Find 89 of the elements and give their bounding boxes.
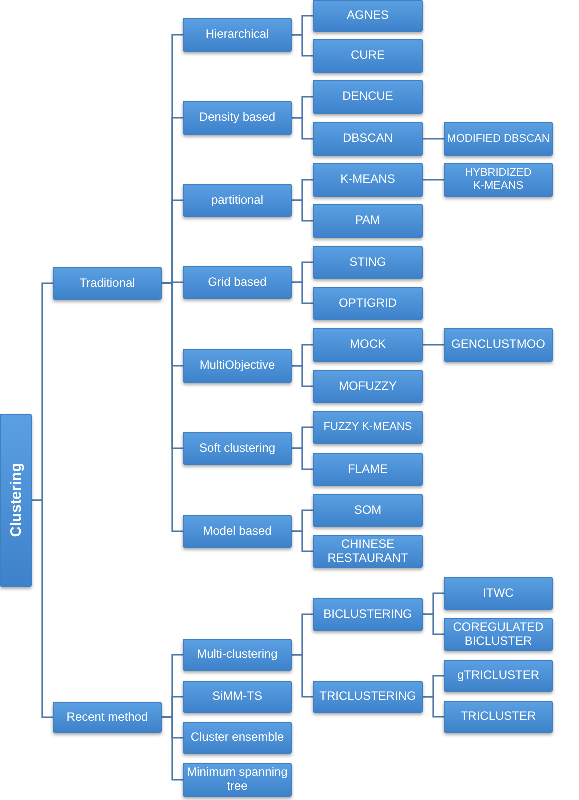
node-label: MultiObjective: [200, 359, 276, 373]
method-box: [313, 39, 423, 73]
node-label: DBSCAN: [342, 132, 393, 146]
connector-line: [423, 344, 444, 346]
connector-line: [423, 614, 444, 636]
connector-line: [292, 117, 313, 140]
method-box: [313, 0, 423, 32]
category-box: [183, 349, 292, 383]
node-label: TRICLUSTERING: [320, 690, 416, 704]
method-box: [313, 370, 423, 403]
node-label: Grid based: [208, 276, 267, 290]
category-box: [183, 639, 292, 671]
method-box: [444, 122, 553, 156]
node-label: SOM: [354, 504, 382, 518]
method-box: [313, 287, 423, 320]
category-box: [183, 515, 292, 548]
method-box: [444, 577, 553, 610]
branch-box: [53, 267, 162, 300]
node-label: Cluster ensemble: [190, 731, 284, 745]
method-box: [444, 618, 553, 651]
node-label: MOCK: [350, 338, 386, 352]
node-label: MOFUZZY: [339, 380, 397, 394]
node-label: HYBRIDIZED K-MEANS: [464, 167, 533, 193]
node-label: gTRICLUSTER: [457, 669, 540, 683]
category-box: [183, 681, 292, 713]
node-label: Model based: [203, 524, 272, 538]
connector-line: [423, 179, 444, 181]
connector-line: [423, 696, 444, 718]
node-label: Soft clustering: [199, 442, 276, 456]
method-box: [444, 328, 553, 362]
node-label: AGNES: [346, 9, 389, 23]
connector-line: [162, 716, 183, 781]
method-box: [313, 328, 423, 362]
node-label: GENCLUSTMOO: [451, 338, 546, 352]
node-label: COREGULATED BICLUSTER: [452, 620, 545, 648]
node-label: Traditional: [80, 276, 136, 290]
node-label: CURE: [350, 49, 385, 63]
root-box: [0, 414, 32, 587]
category-box: [183, 101, 292, 135]
node-label: STING: [350, 256, 386, 270]
node-label: Clustering: [8, 463, 24, 538]
connector-line: [292, 654, 313, 698]
method-box: [313, 204, 423, 238]
node-label: Hierarchical: [206, 28, 270, 42]
node-label: PAM: [355, 214, 381, 228]
method-box: [444, 701, 553, 733]
connector-line: [32, 500, 53, 718]
node-label: Recent method: [66, 710, 148, 724]
node-label: ITWC: [483, 586, 514, 600]
branch-box: [53, 702, 162, 733]
connector-line: [292, 530, 313, 552]
node-label: Multi-clustering: [197, 648, 278, 662]
method-box: [313, 494, 423, 527]
method-box: [444, 163, 553, 197]
node-label: Density based: [199, 111, 276, 125]
method-box: [313, 411, 423, 444]
node-label: OPTIGRID: [338, 296, 397, 310]
connector-line: [292, 200, 313, 222]
node-label: TRICLUSTER: [460, 710, 536, 724]
method-box: [313, 453, 423, 486]
category-box: [183, 184, 292, 217]
connector-line: [292, 34, 313, 57]
connector-line: [292, 365, 313, 388]
node-label: DENCUE: [342, 90, 394, 104]
category-box: [183, 266, 292, 299]
node-label: Minimum spanning tree: [186, 766, 289, 794]
method-box: [313, 80, 423, 114]
category-box: [183, 18, 292, 52]
connector-line: [162, 282, 183, 532]
category-box: [183, 432, 292, 465]
node-label: FUZZY K-MEANS: [324, 421, 412, 434]
node-label: K-MEANS: [340, 173, 396, 187]
method-box: [313, 535, 423, 568]
method-box: [313, 122, 423, 156]
connector-line: [292, 282, 313, 304]
method-box: [313, 163, 423, 197]
connector-line: [423, 138, 444, 140]
method-box: [444, 660, 553, 692]
node-label: SiMM-TS: [212, 690, 262, 704]
node-label: partitional: [211, 194, 264, 208]
method-box: [313, 598, 423, 631]
category-box: [183, 722, 292, 754]
method-box: [313, 681, 423, 713]
node-label: FLAME: [348, 462, 388, 476]
node-label: BICLUSTERING: [324, 608, 412, 622]
connector-line: [292, 448, 313, 470]
node-label: MODIFIED DBSCAN: [447, 132, 550, 146]
node-label: CHINESE RESTAURANT: [326, 538, 410, 566]
method-box: [313, 246, 423, 279]
